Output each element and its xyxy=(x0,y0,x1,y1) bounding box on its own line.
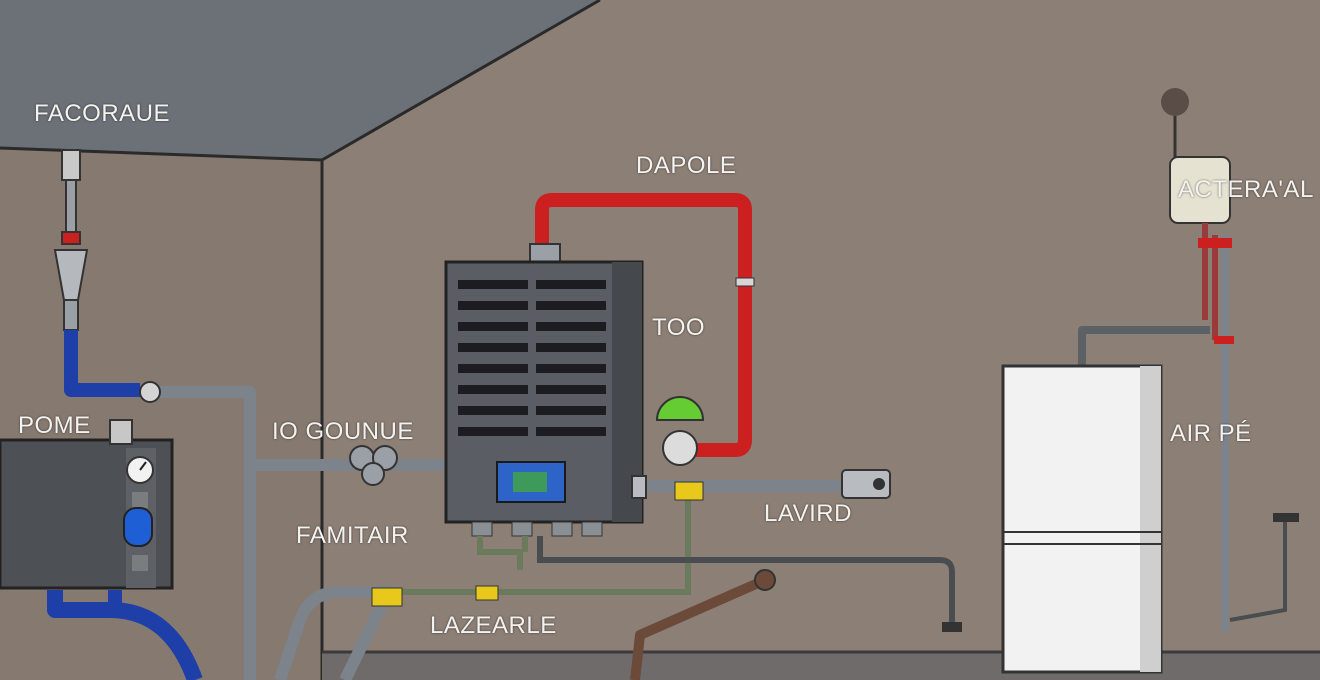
vent-slat xyxy=(536,385,606,394)
yellow-fitting xyxy=(674,481,704,501)
inlet-valve xyxy=(53,149,89,331)
ceiling xyxy=(0,0,600,160)
vent-slat xyxy=(458,385,528,394)
label-lavird: LAVIRD xyxy=(764,500,852,527)
storage-tank xyxy=(1001,364,1163,674)
vent-slat xyxy=(536,301,606,310)
vent-slat xyxy=(536,364,606,373)
blue-indicator xyxy=(123,507,153,547)
heater-vents xyxy=(458,280,606,436)
vent-slat xyxy=(536,427,606,436)
floor xyxy=(322,652,1320,680)
actuator-box xyxy=(1169,156,1231,224)
vent-slat xyxy=(458,301,528,310)
label-famitair: FAMITAIR xyxy=(296,522,409,549)
label-lazearle: LAZEARLE xyxy=(430,612,557,639)
brown-pipe xyxy=(630,575,768,680)
vent-slat xyxy=(536,280,606,289)
label-actera-al: ACTERA'AL xyxy=(1178,176,1314,203)
vent-slat xyxy=(458,406,528,415)
valve-fitting xyxy=(349,445,398,486)
cold-pipe-vertical xyxy=(64,330,140,397)
vent-slat xyxy=(458,343,528,352)
vent-slat xyxy=(458,427,528,436)
vent-slat xyxy=(536,343,606,352)
status-dial xyxy=(655,396,705,466)
vent-slat xyxy=(458,364,528,373)
label-facoraue: FACORAUE xyxy=(34,100,171,127)
ceiling-fixture xyxy=(1161,88,1189,116)
label-too: TOO xyxy=(652,314,706,341)
label-pome: POME xyxy=(18,412,91,439)
vent-slat xyxy=(458,322,528,331)
hot-water-loop xyxy=(535,193,752,457)
vent-slat xyxy=(536,322,606,331)
label-dapole: DAPOLE xyxy=(636,152,737,179)
vent-slat xyxy=(458,280,528,289)
drain-line xyxy=(537,536,955,625)
pump-unit xyxy=(0,419,174,590)
label-io-gounue: IO GOUNUE xyxy=(272,418,414,445)
vent-slat xyxy=(536,406,606,415)
label-air-pe: AIR PÉ xyxy=(1170,420,1252,447)
